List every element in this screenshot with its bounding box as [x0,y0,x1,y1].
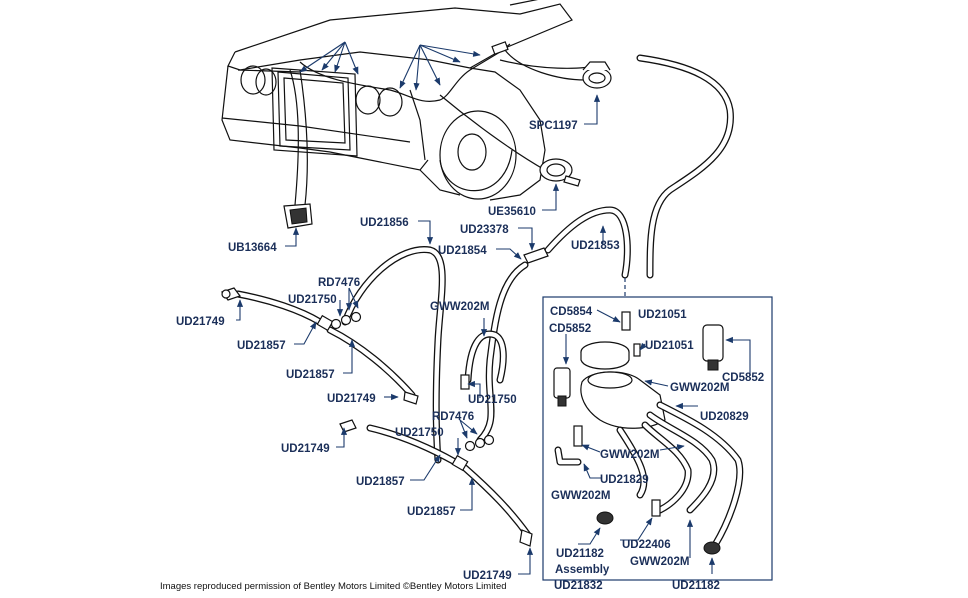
label-cd5852-left: CD5852 [549,323,591,335]
label-rd7476-bottom: RD7476 [432,411,474,423]
grommet-ub13664 [283,203,313,229]
label-ud21853: UD21853 [571,240,620,252]
label-ud23378: UD23378 [460,224,509,236]
label-ud21182-right: UD21182 [672,580,720,592]
label-ud21749-3: UD21749 [281,443,330,455]
hose-ud21857-bottom [366,424,532,539]
label-ud21857-4: UD21857 [407,506,456,518]
reservoir-inset [542,278,773,581]
label-ud21829: UD21829 [600,474,649,486]
label-ud20829: UD20829 [700,411,749,423]
label-ud21749-2: UD21749 [327,393,376,405]
label-ud21856: UD21856 [360,217,409,229]
hose-long-right [636,54,734,279]
label-cd5852-right: CD5852 [722,372,764,384]
copyright-caption: Images reproduced permission of Bentley … [160,581,507,592]
hose-ud21856 [341,246,446,464]
label-ud21182-left: UD21182 [556,548,604,560]
label-ud21857-2: UD21857 [286,369,335,381]
label-ud21750-top: UD21750 [288,294,337,306]
label-cd5854: CD5854 [550,306,593,318]
part-labels: SPC1197 UE35610 UB13664 UD21856 UD23378 … [160,120,764,592]
label-ud21051-1: UD21051 [638,309,687,321]
fittings [221,247,549,547]
label-rd7476-top: RD7476 [318,277,360,289]
label-ud21750-mid: UD21750 [468,394,517,406]
label-ud21854: UD21854 [438,245,487,257]
label-ud22406: UD22406 [622,539,671,551]
label-ud21051-2: UD21051 [645,340,694,352]
car-front-illustration [221,0,601,206]
label-ue35610: UE35610 [488,206,536,218]
hose-ud21857-top [234,290,416,399]
hose-ud21853 [544,206,631,279]
label-gww202m-inset1: GWW202M [670,382,729,394]
label-ud21749-1: UD21749 [176,316,225,328]
label-assembly: Assembly [555,564,610,576]
label-gww202m-inset3: GWW202M [551,490,610,502]
label-ud21750-bottom: UD21750 [395,427,444,439]
hose-gww202m-mid [464,261,529,444]
label-ud21832: UD21832 [554,580,603,592]
label-ud21857-3: UD21857 [356,476,405,488]
label-gww202m-mid: GWW202M [430,301,489,313]
leader-lines [236,94,751,575]
clip-ue35610 [539,158,581,187]
label-gww202m-inset2: GWW202M [600,449,659,461]
label-ub13664: UB13664 [228,242,277,254]
label-gww202m-inset4: GWW202M [630,556,689,568]
clip-spc1197 [582,61,612,89]
label-spc1197: SPC1197 [529,120,578,132]
label-ud21857-1: UD21857 [237,340,286,352]
label-ud21749-4: UD21749 [463,570,512,582]
